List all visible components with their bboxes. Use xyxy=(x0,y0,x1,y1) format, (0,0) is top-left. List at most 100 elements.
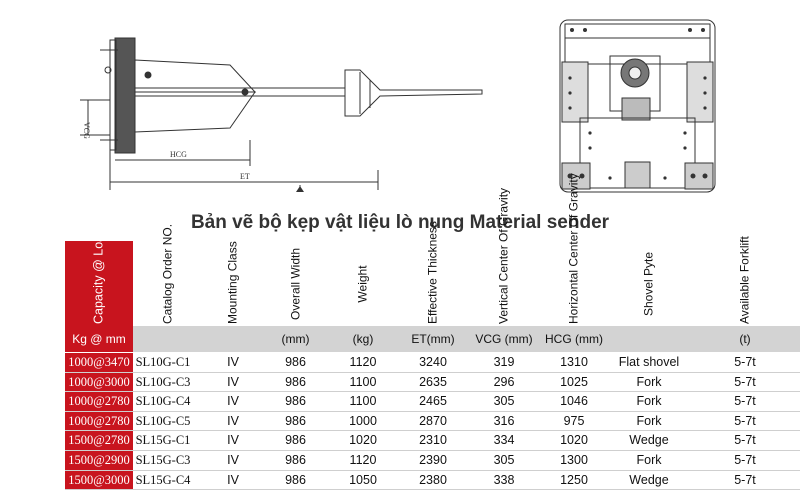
catalog-cell: SL10G-C5 xyxy=(135,413,191,428)
et-cell: 2380 xyxy=(419,472,447,487)
table-row: 1500@3000 SL15G-C4 IV 986 1050 2380 338 … xyxy=(65,470,800,490)
vcg-cell: 316 xyxy=(493,413,515,428)
unit-forklift: (t) xyxy=(739,332,751,346)
forklift-cell: 5-7t xyxy=(734,413,756,428)
vcg-cell: 319 xyxy=(493,355,515,369)
capacity-cell: 1000@2780 xyxy=(65,392,133,411)
width-cell: 986 xyxy=(285,433,306,448)
mounting-cell: IV xyxy=(227,472,239,487)
spec-table: Capacity @ Load Center Catalog Order NO.… xyxy=(65,172,800,490)
width-cell: 986 xyxy=(285,452,306,467)
weight-cell: 1020 xyxy=(349,433,377,448)
vcg-cell: 305 xyxy=(493,452,515,467)
table-header-row: Capacity @ Load Center Catalog Order NO.… xyxy=(65,172,800,326)
hcg-cell: 1250 xyxy=(560,472,588,487)
shovel-cell: Wedge xyxy=(629,472,669,487)
drawing-caption: Bản vẽ bộ kẹp vật liệu lò nung Material … xyxy=(190,212,610,233)
capacity-cell: 1500@3000 xyxy=(65,470,133,490)
et-label: ET xyxy=(240,172,250,181)
et-cell: 3240 xyxy=(419,355,447,369)
forklift-cell: 5-7t xyxy=(734,355,756,369)
weight-cell: 1100 xyxy=(349,394,377,409)
unit-mounting xyxy=(203,326,263,352)
header-hcg: Horizontal Center Of Gravity xyxy=(566,172,581,324)
unit-width: (mm) xyxy=(281,332,310,346)
mounting-cell: IV xyxy=(227,355,239,369)
hcg-cell: 975 xyxy=(563,413,585,428)
table-units-row: Kg @ mm (mm) (kg) ET(mm) VCG (mm) HCG (m… xyxy=(65,326,800,352)
mounting-cell: IV xyxy=(227,452,239,467)
et-cell: 2390 xyxy=(419,452,447,467)
capacity-cell: 1000@3470 xyxy=(65,353,133,372)
side-view-drawing: VCG HCG ET xyxy=(80,37,483,192)
hcg-cell: 1025 xyxy=(560,374,588,389)
width-cell: 986 xyxy=(285,394,306,409)
hcg-cell: 1046 xyxy=(560,394,588,409)
unit-et: ET(mm) xyxy=(411,332,455,346)
capacity-cell: 1000@2780 xyxy=(65,411,133,431)
table-row: 1000@3470 SL10G-C1 IV 986 1120 3240 319 … xyxy=(65,353,800,373)
weight-cell: 1100 xyxy=(349,374,377,389)
table-row: 1000@3000 SL10G-C3 IV 986 1100 2635 296 … xyxy=(65,372,800,393)
forklift-cell: 5-7t xyxy=(734,374,756,389)
mounting-cell: IV xyxy=(227,394,239,409)
capacity-cell: 1500@2780 xyxy=(65,431,133,450)
unit-catalog xyxy=(133,326,203,352)
capacity-cell: 1000@3000 xyxy=(65,372,133,392)
unit-capacity: Kg @ mm xyxy=(65,326,133,352)
catalog-cell: SL15G-C3 xyxy=(135,452,191,467)
header-catalog-order: Catalog Order NO. xyxy=(160,223,175,324)
table-row: 1500@2780 SL15G-C1 IV 986 1020 2310 334 … xyxy=(65,431,800,451)
table-row: 1500@2900 SL15G-C3 IV 986 1120 2390 305 … xyxy=(65,450,800,471)
hcg-cell: 1300 xyxy=(560,452,588,467)
shovel-cell: Fork xyxy=(636,452,662,467)
mounting-cell: IV xyxy=(227,413,239,428)
shovel-cell: Wedge xyxy=(629,433,669,448)
header-shovel-pyte: Shovel Pyte xyxy=(641,251,656,316)
mounting-cell: IV xyxy=(227,433,239,448)
et-cell: 2310 xyxy=(419,433,447,448)
forklift-cell: 5-7t xyxy=(734,452,756,467)
et-cell: 2635 xyxy=(419,374,447,389)
unit-shovel xyxy=(608,326,690,352)
shovel-cell: Fork xyxy=(636,394,662,409)
front-view-drawing xyxy=(559,19,716,193)
et-cell: 2465 xyxy=(419,394,447,409)
vcg-cell: 296 xyxy=(493,374,515,389)
table-row: 1000@2780 SL10G-C5 IV 986 1000 2870 316 … xyxy=(65,411,800,432)
mounting-cell: IV xyxy=(227,374,239,389)
catalog-cell: SL15G-C4 xyxy=(135,472,191,487)
drawings-area: VCG HCG ET xyxy=(0,0,800,205)
unit-vcg: VCG (mm) xyxy=(475,332,533,346)
unit-hcg: HCG (mm) xyxy=(545,332,603,346)
catalog-cell: SL10G-C3 xyxy=(135,374,191,389)
catalog-cell: SL10G-C1 xyxy=(135,355,191,369)
header-mounting-class: Mounting Class xyxy=(225,240,240,324)
vcg-cell: 338 xyxy=(493,472,515,487)
header-capacity: Capacity @ Load Center xyxy=(65,186,133,326)
width-cell: 986 xyxy=(285,374,306,389)
table-body: 1000@3470 SL10G-C1 IV 986 1120 3240 319 … xyxy=(65,353,800,490)
width-cell: 986 xyxy=(285,355,306,369)
forklift-cell: 5-7t xyxy=(734,472,756,487)
capacity-cell: 1500@2900 xyxy=(65,450,133,470)
vcg-cell: 305 xyxy=(493,394,515,409)
vcg-label: VCG xyxy=(82,122,91,139)
shovel-cell: Fork xyxy=(636,413,662,428)
forklift-cell: 5-7t xyxy=(734,433,756,448)
unit-weight: (kg) xyxy=(352,332,374,346)
header-effective-thickness: Effective Thickness xyxy=(425,220,440,324)
vcg-cell: 334 xyxy=(493,433,515,448)
shovel-cell: Flat shovel xyxy=(618,355,680,369)
header-available-forklift: Available Forklift xyxy=(737,235,752,324)
header-overall-width: Overall Width xyxy=(288,247,303,320)
catalog-cell: SL10G-C4 xyxy=(135,394,191,409)
weight-cell: 1050 xyxy=(349,472,377,487)
catalog-cell: SL15G-C1 xyxy=(135,433,191,448)
shovel-cell: Fork xyxy=(636,374,662,389)
weight-cell: 1000 xyxy=(349,413,377,428)
header-vcg: Vertical Center Of Gravity xyxy=(496,187,511,324)
width-cell: 986 xyxy=(285,413,306,428)
et-cell: 2870 xyxy=(419,413,447,428)
hcg-label: HCG xyxy=(170,150,187,159)
